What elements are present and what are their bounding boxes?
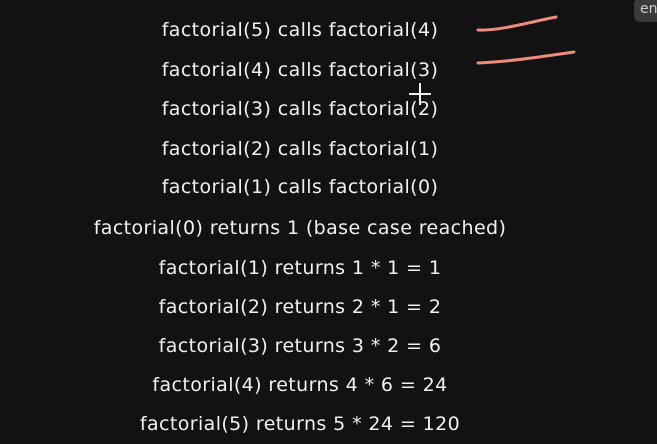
trace-line-8: factorial(2) returns 2 * 1 = 2 xyxy=(158,296,442,318)
trace-line-1: factorial(5) calls factorial(4) xyxy=(161,19,439,41)
trace-line-10: factorial(4) returns 4 * 6 = 24 xyxy=(152,374,448,396)
crosshair-cursor-icon xyxy=(409,83,431,105)
trace-line-6: factorial(0) returns 1 (base case reache… xyxy=(93,217,507,239)
trace-line-3: factorial(3) calls factorial(2) xyxy=(161,98,439,120)
trace-line-2: factorial(4) calls factorial(3) xyxy=(161,59,439,81)
trace-line-5: factorial(1) calls factorial(0) xyxy=(161,176,439,198)
trace-line-9: factorial(3) returns 3 * 2 = 6 xyxy=(158,335,442,357)
trace-line-11: factorial(5) returns 5 * 24 = 120 xyxy=(139,413,461,435)
language-badge[interactable]: en xyxy=(634,0,657,22)
trace-line-7: factorial(1) returns 1 * 1 = 1 xyxy=(158,257,442,279)
trace-line-4: factorial(2) calls factorial(1) xyxy=(161,138,439,160)
